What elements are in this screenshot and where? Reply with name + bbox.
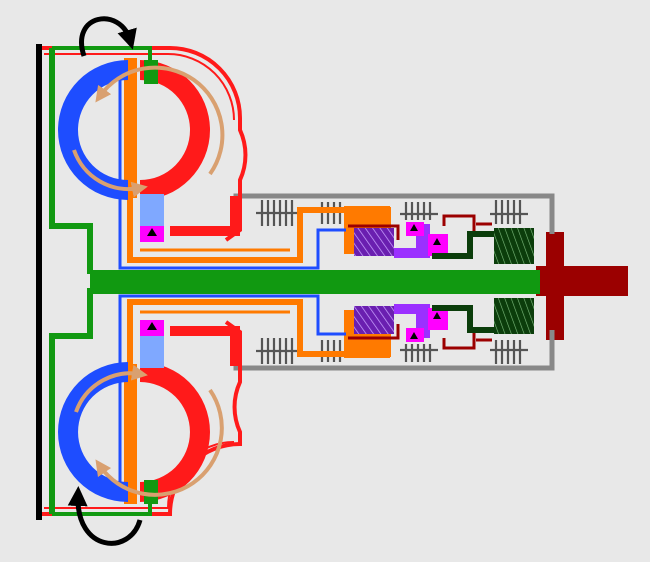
spring-pack-top-4 <box>490 200 528 224</box>
main-shaft <box>90 270 540 294</box>
curved-arrow-icon <box>79 16 137 57</box>
lockup-tab-bottom <box>144 480 158 504</box>
carrier-top <box>394 248 428 258</box>
sun-gear-top <box>354 228 394 256</box>
spring-pack-bottom-3 <box>400 344 438 362</box>
brake-bands <box>348 214 492 350</box>
lockup-tab-top <box>144 60 158 84</box>
impeller-hub-bottom <box>170 326 234 336</box>
one-way-clutch-block-bottom <box>140 334 164 368</box>
spring-pack-top-1 <box>256 200 298 226</box>
sun-gear-bottom <box>354 306 394 334</box>
impeller-neck-bottom <box>230 326 240 366</box>
turbine <box>58 60 128 502</box>
planetary-gear-set <box>354 222 448 342</box>
impeller-hub-top <box>170 226 234 236</box>
impeller-neck-top <box>230 196 240 236</box>
one-way-clutch-block-top <box>140 194 164 228</box>
impeller-half-top <box>140 60 210 200</box>
turbine-half-bottom <box>58 362 128 502</box>
turbine-path <box>118 80 346 484</box>
fluid-flow-arrows <box>72 65 225 497</box>
turbine-half-top <box>58 60 128 200</box>
curved-arrow-icon <box>67 486 143 546</box>
output-flange <box>536 232 628 340</box>
impeller <box>140 60 240 502</box>
one-way-clutch-magenta <box>140 226 164 336</box>
spring-pack-bottom-1 <box>256 338 298 364</box>
front-cover <box>36 44 42 520</box>
carrier-bottom <box>394 304 428 314</box>
output-clutch-pack-bottom <box>494 298 534 334</box>
output-clutch <box>432 228 534 334</box>
spring-pack-bottom-4 <box>490 340 528 364</box>
output-clutch-pack-top <box>494 228 534 264</box>
spring-pack-top-3 <box>400 202 438 220</box>
stator-blade-top <box>124 58 137 198</box>
stator-blade-bottom <box>124 364 137 504</box>
impeller-half-bottom <box>140 362 210 502</box>
